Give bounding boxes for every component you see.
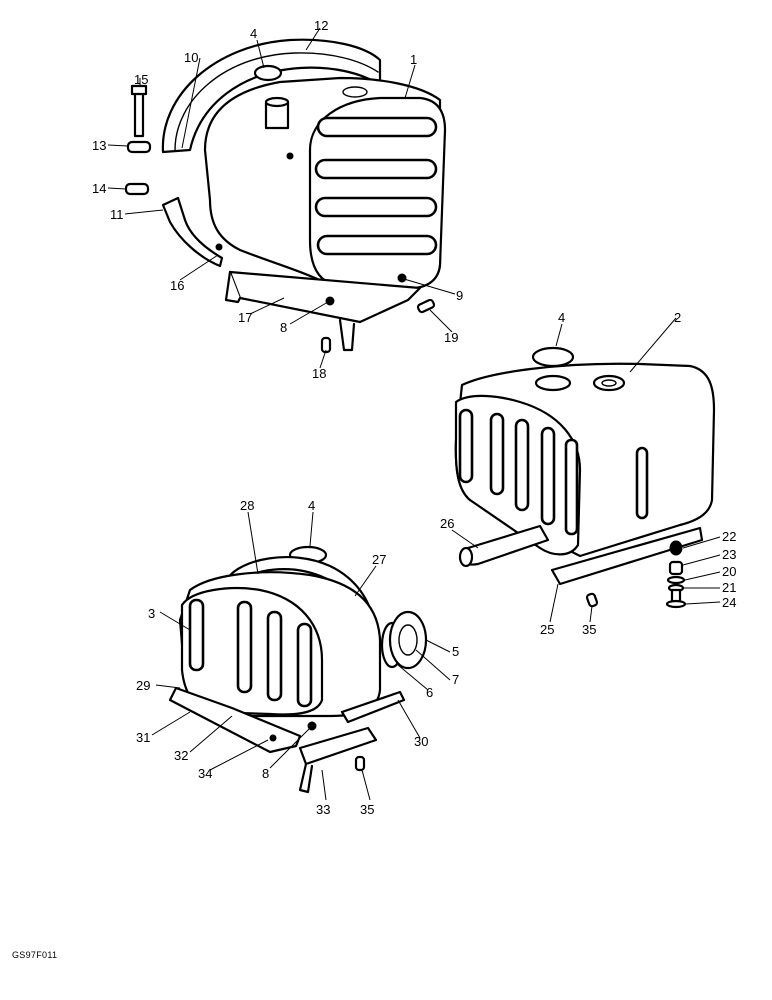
tank-rib (316, 234, 438, 256)
fuel-tank-assembly-2 (454, 346, 716, 609)
rail-25 (550, 526, 704, 586)
callout-25: 25 (540, 622, 554, 637)
callout-4: 4 (250, 26, 257, 41)
callout-14: 14 (92, 181, 106, 196)
callout-27: 27 (372, 552, 386, 567)
plate-33 (298, 726, 378, 766)
leader-lines (107, 27, 721, 801)
callout-28: 28 (240, 498, 254, 513)
callout-16: 16 (170, 278, 184, 293)
callout-22: 22 (722, 529, 736, 544)
callout-3: 3 (148, 606, 155, 621)
callout-26: 26 (440, 516, 454, 531)
callout-33: 33 (316, 802, 330, 817)
tank-rib (314, 196, 438, 218)
callout-8-left: 8 (262, 766, 269, 781)
callout-24: 24 (722, 595, 736, 610)
filler-cap (253, 64, 283, 82)
callout-10: 10 (184, 50, 198, 65)
callout-35-left: 35 (360, 802, 374, 817)
cradle-31 (168, 686, 302, 754)
flange-5 (388, 610, 428, 670)
tank-rib (314, 158, 438, 180)
drawing-code: GS97F011 (12, 950, 58, 960)
callout-11: 11 (110, 207, 124, 222)
callout-9: 9 (456, 288, 463, 303)
callout-32: 32 (174, 748, 188, 763)
bolt-15 (133, 88, 145, 138)
callout-8: 8 (280, 320, 287, 335)
tank-cap-4 (531, 346, 575, 368)
pin-14 (124, 182, 150, 196)
callout-6: 6 (426, 685, 433, 700)
callout-31: 31 (136, 730, 150, 745)
callout-2: 2 (674, 310, 681, 325)
tank-strap (161, 38, 382, 154)
callout-12: 12 (314, 18, 328, 33)
callout-13: 13 (92, 138, 106, 153)
cradle-30 (340, 690, 406, 724)
callout-18: 18 (312, 366, 326, 381)
callout-4-left: 4 (308, 498, 315, 513)
callout-34: 34 (198, 766, 212, 781)
callout-29: 29 (136, 678, 150, 693)
callout-20: 20 (722, 564, 736, 579)
callout-15: 15 (134, 72, 148, 87)
callout-labels: 15 10 4 12 1 13 14 11 16 17 8 9 19 18 4 … (92, 18, 736, 817)
tank-rib (316, 116, 438, 138)
callout-19: 19 (444, 330, 458, 345)
pin-13 (126, 140, 152, 154)
bracket-11 (161, 196, 224, 268)
callout-1: 1 (410, 52, 417, 67)
callout-17: 17 (238, 310, 252, 325)
callout-7: 7 (452, 672, 459, 687)
fuel-tank-assembly-1 (124, 38, 447, 354)
fuel-tank-assembly-3 (168, 545, 428, 794)
callout-21: 21 (722, 580, 736, 595)
callout-5: 5 (452, 644, 459, 659)
callout-30: 30 (414, 734, 428, 749)
callout-23: 23 (722, 547, 736, 562)
callout-4-right: 4 (558, 310, 565, 325)
callout-35-right: 35 (582, 622, 596, 637)
